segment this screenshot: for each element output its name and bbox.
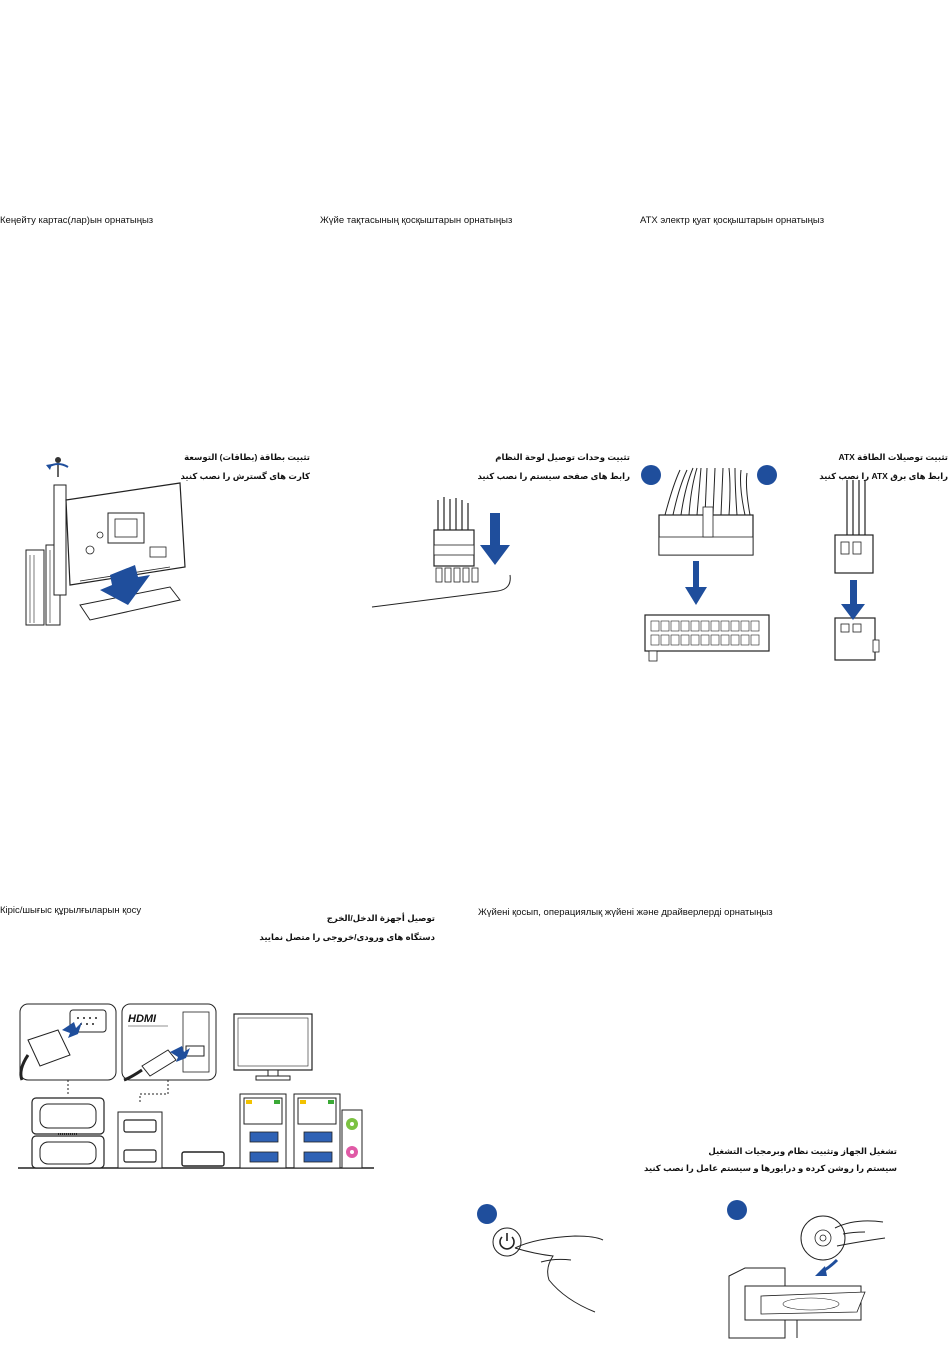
disc-icon: [800, 1215, 846, 1261]
atx-8pin-illustration: [834, 480, 880, 661]
system-panel-connector-illustration: [371, 497, 511, 608]
atx-power-persian-caption: رابط های برق ATX را نصب كنيد: [819, 471, 948, 481]
screw-icon: [55, 457, 61, 477]
atx-power-arabic-caption: تثبيت توصيلات الطاقة ATX: [838, 452, 948, 462]
io-panel-illustration: HDMI: [18, 1003, 374, 1169]
step-badge-1: [641, 465, 661, 485]
io-devices-arabic-caption: توصيل أجهزة الدخل/الخرج: [326, 913, 435, 923]
hdmi-logo: HDMI: [128, 1013, 157, 1025]
hand-icon: [834, 1220, 886, 1247]
system-panel-arabic-caption: تثبيت وحدات توصيل لوحة النظام: [495, 452, 630, 462]
section-title-system-panel: Жүйе тақтасының қосқыштарын орнатыңыз: [320, 215, 513, 226]
power-on-persian-caption: سيستم را روشن كرده و درايورها و سيستم عا…: [643, 1163, 897, 1173]
hand-icon: [514, 1235, 604, 1313]
install-disc-illustration: [727, 1200, 886, 1339]
section-title-expansion: Кеңейту картас(лар)ын орнатыңыз: [0, 215, 154, 226]
expansion-persian-caption: كارت های گسترش را نصب كنيد: [180, 471, 311, 481]
system-panel-persian-caption: رابط های صفحه سيستم را نصب كنيد: [477, 471, 630, 481]
hdmi-port: [181, 1151, 225, 1167]
power-icon: [499, 1233, 515, 1250]
power-on-arabic-caption: تشغيل الجهاز وتثبيت نظام وبرمجيات التشغي…: [708, 1146, 897, 1156]
io-devices-persian-caption: دستگاه های ورودی/خروجی را متصل نماييد: [259, 932, 435, 942]
step-badge-2: [757, 465, 777, 485]
step-badge-2: [727, 1200, 747, 1220]
step-badge-1: [477, 1204, 497, 1224]
section-title-io-devices: Кіріс/шығыс құрылғыларын қосу: [0, 905, 142, 916]
expansion-card-illustration: [25, 457, 186, 626]
insert-arrow-icon: [100, 565, 150, 605]
section-title-power-on: Жүйені қосып, операциялық жүйені және др…: [478, 907, 773, 918]
atx-24pin-illustration: [641, 465, 777, 662]
insert-arrow-icon: [480, 513, 510, 565]
expansion-arabic-caption: تثبيت بطاقة (بطاقات) التوسعة: [184, 452, 310, 462]
section-title-atx-power: ATX электр қуат қосқыштарын орнатыңыз: [640, 215, 825, 226]
power-button-illustration: [477, 1204, 604, 1313]
plug-arrow-icon: [170, 1046, 190, 1062]
plug-arrow-icon: [62, 1022, 82, 1038]
insert-arrow-icon: [685, 561, 707, 605]
insert-arrow-icon: [841, 580, 865, 620]
monitor-icon: [233, 1013, 313, 1081]
